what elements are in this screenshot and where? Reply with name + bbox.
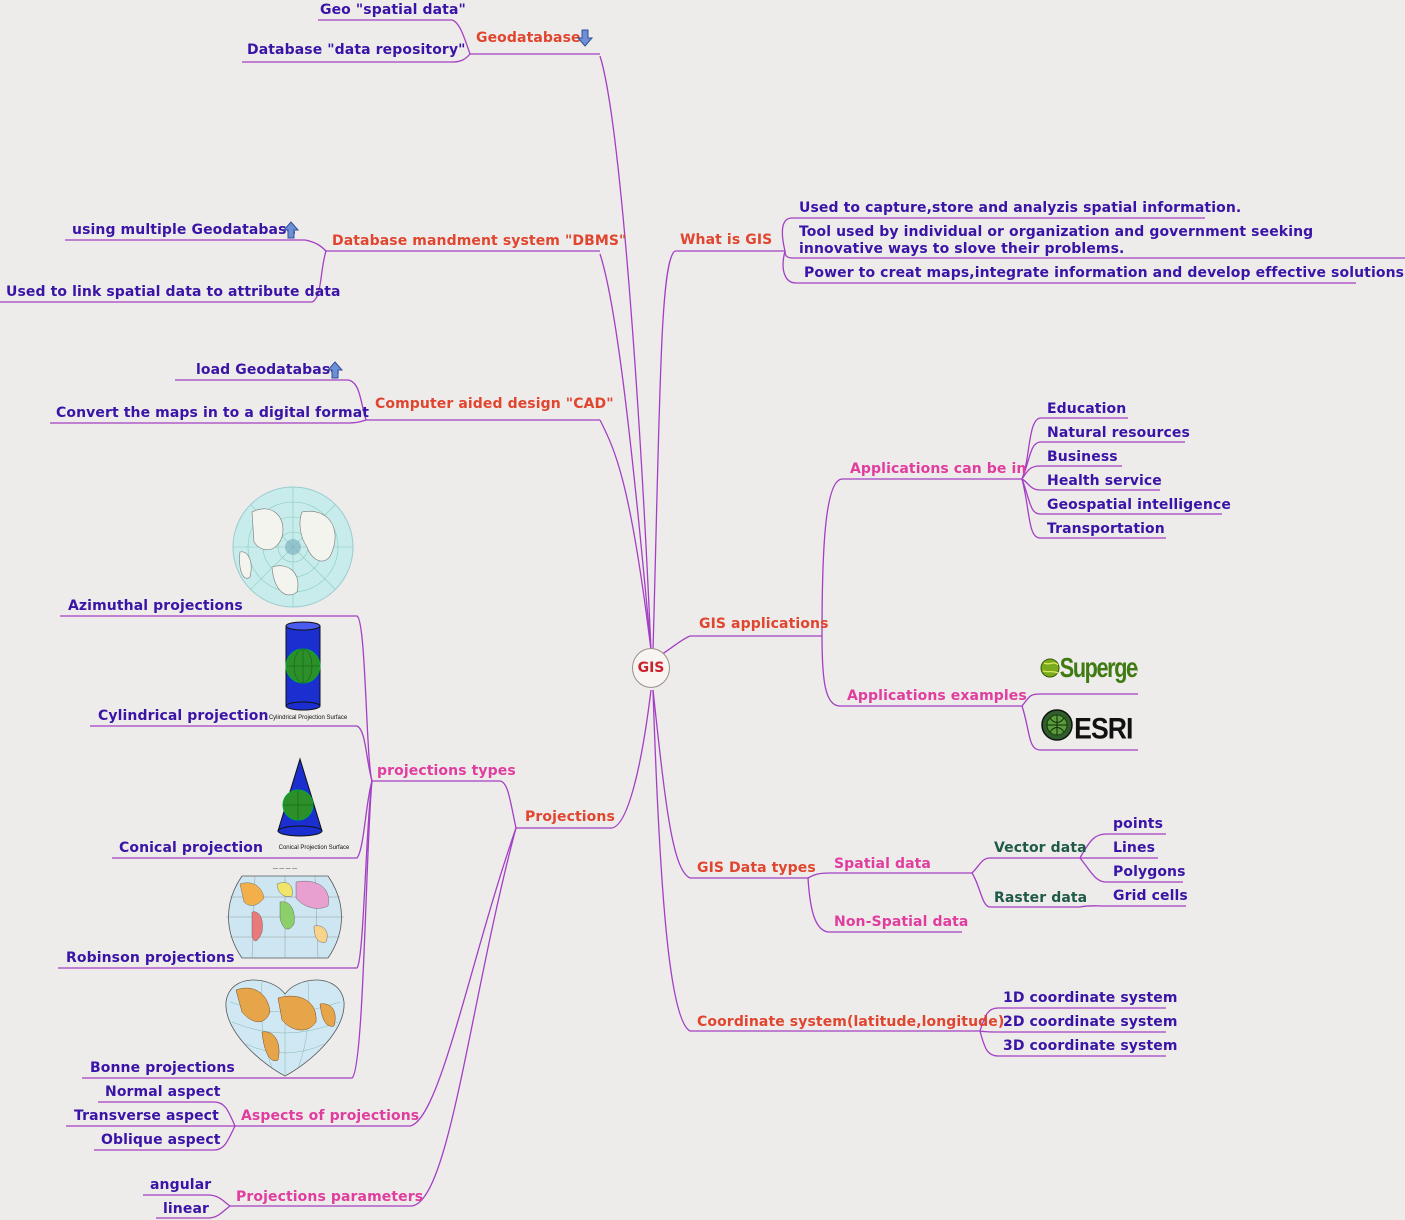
supergeo-logo: Supergeo [1040,654,1138,684]
leaf-cylindrical[interactable]: Cylindrical projection [98,708,269,724]
node-non-spatial-data[interactable]: Non-Spatial data [834,914,969,930]
node-parameters[interactable]: Projections parameters [236,1189,424,1205]
node-applications-can-be-in[interactable]: Applications can be in [850,461,1027,477]
node-dbms[interactable]: Database mandment system "DBMS" [332,233,627,249]
leaf-transportation[interactable]: Transportation [1047,521,1165,537]
leaf-convert-maps[interactable]: Convert the maps in to a digital format [56,405,370,421]
node-what-is-gis[interactable]: What is GIS [680,232,773,248]
leaf-azimuthal[interactable]: Azimuthal projections [68,598,243,614]
leaf-multiple-geodatabase[interactable]: using multiple Geodatabase [72,222,297,238]
cylindrical-projection-image: Cylindrical Projection Surface [269,621,348,721]
leaf-points[interactable]: points [1113,816,1164,832]
leaf-power-maps[interactable]: Power to creat maps,integrate informatio… [804,265,1405,281]
leaf-education[interactable]: Education [1047,401,1127,417]
node-gis-data-types[interactable]: GIS Data types [697,860,816,876]
arrow-down-icon [577,29,593,47]
cylindrical-caption: Cylindrical Projection Surface [269,715,348,721]
leaf-linear[interactable]: linear [163,1201,210,1217]
svg-text:— — — —: — — — — [273,866,297,872]
node-gis-applications[interactable]: GIS applications [699,616,829,632]
leaf-lines[interactable]: Lines [1113,840,1156,856]
center-node[interactable]: GIS [632,648,670,688]
svg-text:Supergeo: Supergeo [1060,654,1138,684]
arrow-up-icon [283,221,299,239]
robinson-projection-image: — — — — [226,866,344,959]
leaf-bonne[interactable]: Bonne projections [90,1060,235,1076]
bonne-projection-image [225,979,345,1077]
node-coordinate-system[interactable]: Coordinate system(latitude,longitude) [697,1014,1005,1030]
azimuthal-projection-image [232,486,354,608]
conical-projection-image: Conical Projection Surface [277,757,350,851]
node-geodatabase[interactable]: Geodatabase [476,30,581,46]
leaf-normal-aspect[interactable]: Normal aspect [105,1084,221,1100]
leaf-angular[interactable]: angular [150,1177,212,1193]
leaf-grid-cells[interactable]: Grid cells [1113,888,1188,904]
leaf-link-spatial-data[interactable]: Used to link spatial data to attribute d… [6,284,341,300]
leaf-robinson[interactable]: Robinson projections [66,950,235,966]
leaf-health-service[interactable]: Health service [1047,473,1162,489]
leaf-capture-store[interactable]: Used to capture,store and analyzis spati… [799,200,1242,216]
leaf-natural-resources[interactable]: Natural resources [1047,425,1190,441]
svg-text:ESRI: ESRI [1074,713,1132,746]
node-raster-data[interactable]: Raster data [994,890,1088,906]
leaf-1d-coordinate[interactable]: 1D coordinate system [1003,990,1178,1006]
node-vector-data[interactable]: Vector data [994,840,1087,856]
node-spatial-data[interactable]: Spatial data [834,856,931,872]
node-aspects[interactable]: Aspects of projections [241,1108,420,1124]
node-projections[interactable]: Projections [525,809,615,825]
leaf-load-geodatabase[interactable]: load Geodatabase [196,362,340,378]
node-projections-types[interactable]: projections types [377,763,516,779]
leaf-business[interactable]: Business [1047,449,1118,465]
leaf-geo-spatial-data[interactable]: Geo "spatial data" [320,2,466,18]
node-cad[interactable]: Computer aided design "CAD" [375,396,614,412]
leaf-database-repository[interactable]: Database "data repository" [247,42,466,58]
leaf-geospatial-intelligence[interactable]: Geospatial intelligence [1047,497,1231,513]
leaf-3d-coordinate[interactable]: 3D coordinate system [1003,1038,1178,1054]
esri-logo: ESRI [1041,709,1133,746]
leaf-oblique-aspect[interactable]: Oblique aspect [101,1132,221,1148]
leaf-polygons[interactable]: Polygons [1113,864,1186,880]
leaf-transverse-aspect[interactable]: Transverse aspect [74,1108,219,1124]
arrow-up-icon [327,361,343,379]
leaf-2d-coordinate[interactable]: 2D coordinate system [1003,1014,1178,1030]
node-applications-examples[interactable]: Applications examples [847,688,1027,704]
conical-caption: Conical Projection Surface [279,845,350,851]
leaf-tool-used[interactable]: Tool used by individual or organization … [799,224,1314,257]
leaf-conical[interactable]: Conical projection [119,840,264,856]
